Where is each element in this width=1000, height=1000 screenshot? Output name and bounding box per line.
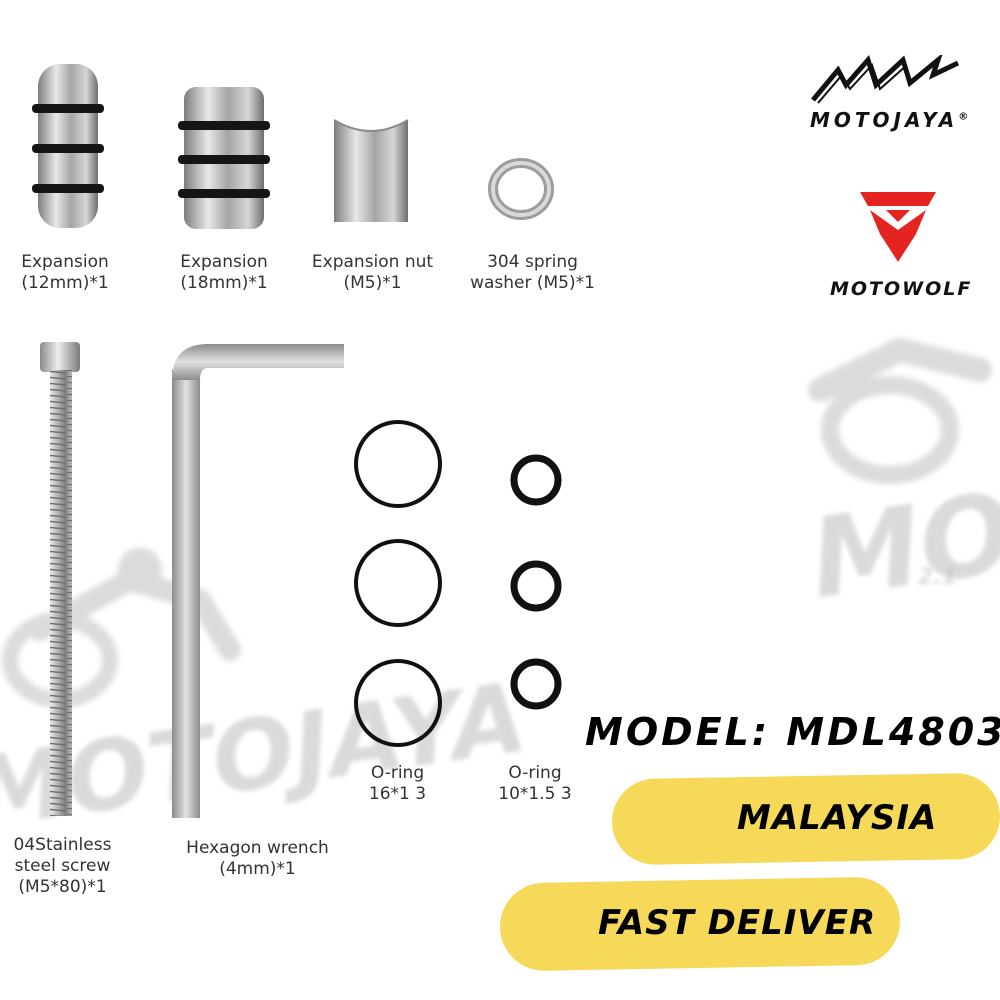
oring-10-label: O-ring 10*1.5 3 <box>480 763 590 805</box>
malaysia-badge-text: MALAYSIA <box>737 798 938 838</box>
part-label-line: (M5*80)*1 <box>18 877 107 897</box>
stainless-screw-image <box>40 342 80 816</box>
model-number: MODEL: MDL4803 <box>585 710 1000 754</box>
part-label-line: 04Stainless <box>13 835 112 855</box>
part-label-line: O-ring <box>508 763 562 783</box>
part-label-line: Hexagon wrench <box>186 838 329 858</box>
motowolf-logo-icon <box>860 192 936 262</box>
motojaya-wordmark: MOTOJAYA® <box>810 108 973 132</box>
oring-16-image <box>354 420 442 747</box>
expansion-12mm-image <box>32 64 104 228</box>
part-label-line: washer (M5)*1 <box>470 273 595 293</box>
part-label-line: (M5)*1 <box>343 273 402 293</box>
oring-16-label: O-ring 16*1 3 <box>345 763 450 805</box>
expansion-18mm-label: Expansion (18mm)*1 <box>158 252 290 294</box>
expansion-nut-image <box>333 119 409 222</box>
part-label-line: O-ring <box>370 763 425 783</box>
hexagon-wrench-label: Hexagon wrench (4mm)*1 <box>170 838 345 880</box>
expansion-12mm-label: Expansion (12mm)*1 <box>0 252 130 294</box>
expansion-nut-label: Expansion nut (M5)*1 <box>300 252 445 294</box>
fast-deliver-badge-text: FAST DELIVER <box>598 903 877 943</box>
spring-washer-label: 304 spring washer (M5)*1 <box>455 252 610 294</box>
part-label-line: 10*1.5 3 <box>498 784 572 804</box>
part-label-line: (4mm)*1 <box>219 859 296 879</box>
spring-washer-image <box>488 158 554 220</box>
expansion-18mm-image <box>178 87 270 229</box>
motowolf-wordmark: MOTOWOLF <box>830 278 973 300</box>
oring-10-image <box>510 454 562 710</box>
part-label-line: (18mm)*1 <box>180 273 268 293</box>
motojaya-logo-icon <box>811 55 960 104</box>
part-label-line: 16*1 3 <box>368 784 427 804</box>
part-label-line: (12mm)*1 <box>21 273 109 293</box>
hexagon-wrench-image <box>172 344 344 818</box>
part-label-line: Expansion nut <box>311 252 434 272</box>
part-label-line: steel screw <box>14 856 111 876</box>
watermark-right-rider-icon <box>808 337 992 484</box>
stainless-screw-label: 04Stainless steel screw (M5*80)*1 <box>0 835 125 898</box>
part-label-line: Expansion <box>180 252 268 272</box>
part-label-line: 304 spring <box>487 252 578 272</box>
watermark-right-sub: 2.1 <box>918 565 957 590</box>
registered-mark: ® <box>958 111 973 123</box>
part-label-line: Expansion <box>21 252 109 272</box>
